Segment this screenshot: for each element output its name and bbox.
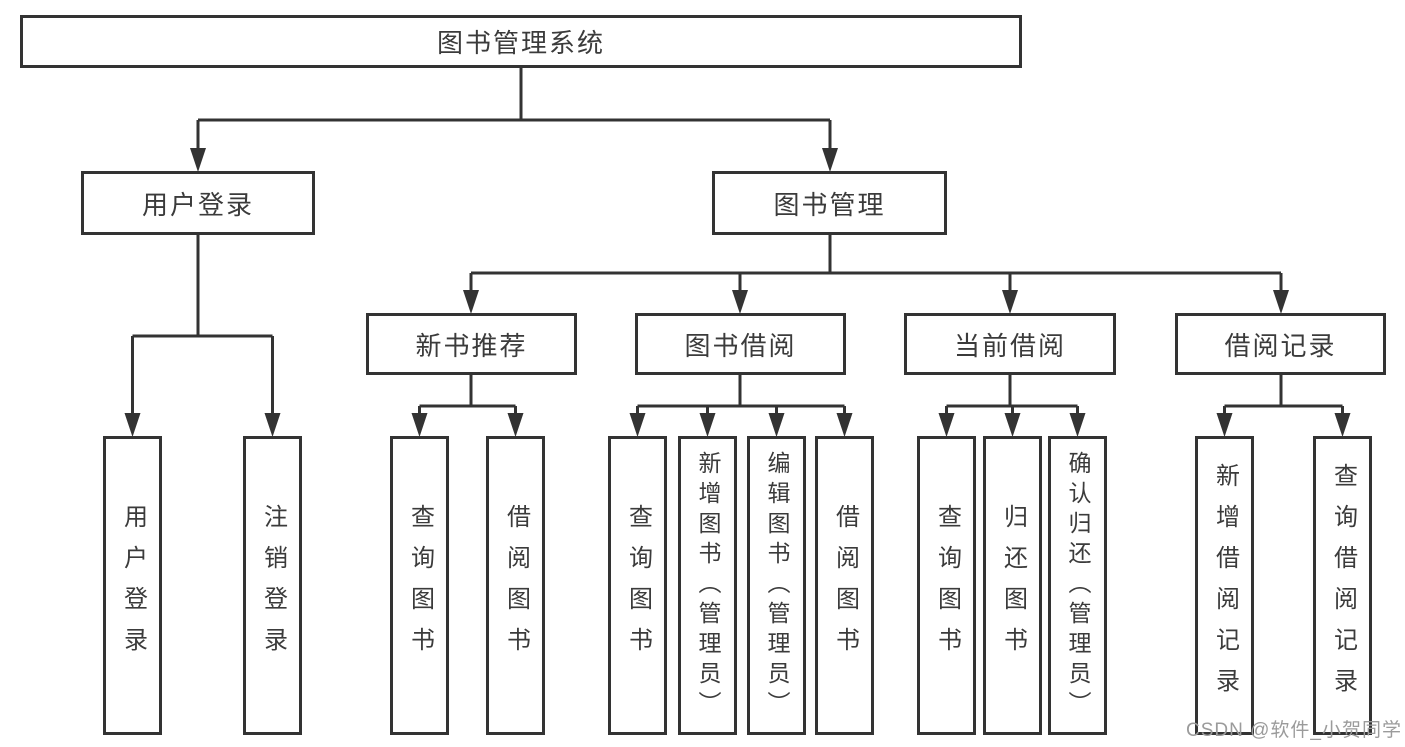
leaf-confirm-return-admin-label: 确认归还（管理员）: [1065, 450, 1091, 721]
leaf-return-books: 归还图书: [983, 436, 1042, 735]
node-borrow-record: 借阅记录: [1175, 313, 1386, 375]
node-book-management: 图书管理: [712, 171, 947, 235]
leaf-confirm-return-admin: 确认归还（管理员）: [1048, 436, 1107, 735]
leaf-borrow-books-1-label: 借阅图书: [502, 503, 530, 668]
node-book-borrow: 图书借阅: [635, 313, 846, 375]
node-new-book-recommend: 新书推荐: [366, 313, 577, 375]
leaf-borrow-books-2-label: 借阅图书: [831, 503, 859, 668]
leaf-logout: 注销登录: [243, 436, 302, 735]
leaf-user-login-label: 用户登录: [119, 503, 147, 668]
leaf-add-book-admin: 新增图书（管理员）: [678, 436, 737, 735]
node-book-management-label: 图书管理: [773, 189, 886, 220]
leaf-query-books-2: 查询图书: [608, 436, 667, 735]
leaf-query-borrow-record: 查询借阅记录: [1313, 436, 1372, 735]
connector-root-to-level2: [196, 67, 832, 149]
leaf-query-books-2-label: 查询图书: [624, 503, 652, 668]
leaf-query-books-1-label: 查询图书: [406, 503, 434, 668]
node-user-login-label: 用户登录: [141, 189, 254, 220]
node-borrow-record-label: 借阅记录: [1224, 330, 1337, 361]
node-new-book-recommend-label: 新书推荐: [415, 330, 528, 361]
connector-borrow-record-group: [1223, 404, 1344, 414]
leaf-add-borrow-record-label: 新增借阅记录: [1211, 462, 1239, 709]
leaf-add-borrow-record: 新增借阅记录: [1195, 436, 1254, 735]
node-root-label: 图书管理系统: [436, 28, 605, 58]
leaf-user-login: 用户登录: [103, 436, 162, 735]
leaf-edit-book-admin: 编辑图书（管理员）: [747, 436, 806, 735]
connector-user-login-to-leaves: [131, 233, 274, 414]
node-root: 图书管理系统: [20, 15, 1022, 68]
leaf-return-books-label: 归还图书: [999, 503, 1027, 668]
leaf-edit-book-admin-label: 编辑图书（管理员）: [764, 450, 790, 721]
connector-new-book-group: [418, 404, 517, 414]
connector-level3-stems: [469, 374, 1283, 406]
leaf-query-borrow-record-label: 查询借阅记录: [1329, 462, 1357, 709]
leaf-query-books-1: 查询图书: [390, 436, 449, 735]
watermark: CSDN @软件_小贺同学: [1186, 720, 1402, 741]
connector-book-mgmt-to-level3: [469, 233, 1283, 291]
arrowheads: [124, 148, 1351, 437]
node-current-borrow-label: 当前借阅: [953, 330, 1066, 361]
connector-current-borrow-group: [945, 404, 1079, 414]
node-current-borrow: 当前借阅: [904, 313, 1116, 375]
leaf-logout-label: 注销登录: [259, 503, 287, 668]
connector-book-borrow-group: [636, 404, 846, 414]
leaf-query-books-3-label: 查询图书: [933, 503, 961, 668]
leaf-borrow-books-1: 借阅图书: [486, 436, 545, 735]
node-user-login: 用户登录: [81, 171, 315, 235]
leaf-query-books-3: 查询图书: [917, 436, 976, 735]
node-book-borrow-label: 图书借阅: [684, 330, 797, 361]
leaf-borrow-books-2: 借阅图书: [815, 436, 874, 735]
leaf-add-book-admin-label: 新增图书（管理员）: [695, 450, 721, 721]
